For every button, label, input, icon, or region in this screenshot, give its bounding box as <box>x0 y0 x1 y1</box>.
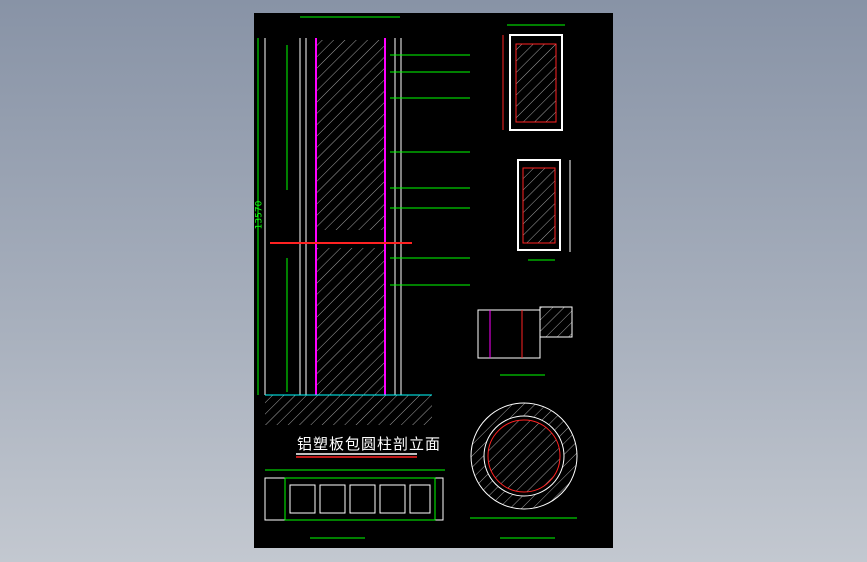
joint-detail <box>477 306 573 376</box>
height-dimension: 13570 <box>254 200 265 230</box>
drawing-title: 铝塑板包圆柱剖立面 <box>297 435 442 453</box>
section-detail-1 <box>502 24 565 131</box>
column-elevation <box>257 16 470 458</box>
plan-strip <box>264 469 445 539</box>
section-detail-2 <box>517 159 571 261</box>
round-column-plan <box>470 402 578 539</box>
